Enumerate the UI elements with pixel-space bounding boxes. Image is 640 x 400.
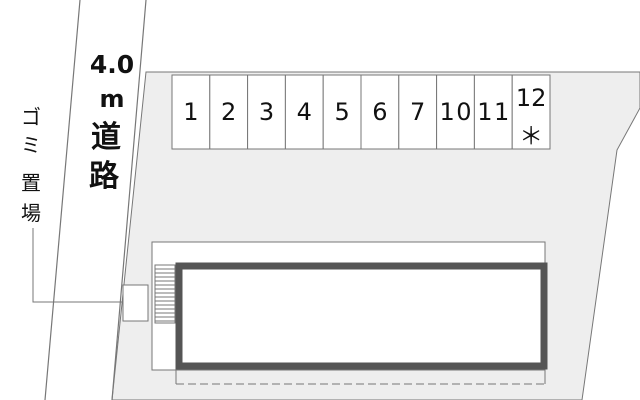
parking-slot [171, 74, 211, 150]
garbage-label-char-3: 置 [21, 171, 41, 195]
parking-slot [436, 74, 475, 150]
road-width-value: 4.0 [90, 50, 134, 79]
marked-slot-symbol: ＊ [519, 122, 543, 150]
parking-slot [360, 74, 400, 150]
parking-slot [284, 74, 324, 150]
garbage-label-char-1: ゴ [21, 105, 41, 129]
stairs-frame [154, 264, 176, 324]
road-edge-left [44, 0, 81, 400]
garbage-label-char-2: ミ [21, 133, 41, 157]
parking-slot [209, 74, 249, 150]
garbage-leader-line [32, 228, 123, 303]
garbage-box [122, 284, 149, 322]
road-width-unit: m [99, 85, 124, 113]
parking-slot-number: 11 [477, 98, 509, 126]
road-edge-right [111, 0, 147, 400]
parking-slot-number: 7 [410, 98, 425, 126]
parking-slot-number: 2 [221, 98, 236, 126]
parking-slot-number: 5 [334, 98, 349, 126]
parking-slot-number: 1 [183, 98, 198, 126]
parking-slot [473, 74, 513, 150]
parking-slot-number: 12 [516, 84, 547, 112]
parking-slot-number: 6 [372, 98, 387, 126]
parking-slot [247, 74, 286, 150]
building-wall [175, 262, 548, 370]
garbage-label-char-4: 場 [21, 201, 41, 225]
road-label-char-1: 道 [91, 120, 121, 155]
parking-slot-number: 10 [440, 98, 472, 126]
stairs [155, 264, 175, 322]
road-label-char-2: 路 [89, 159, 120, 194]
parking-slot-number: 4 [297, 98, 312, 126]
parking-slot [511, 74, 551, 150]
parking-slot [322, 74, 362, 150]
parking-slot-number: 3 [259, 98, 274, 126]
